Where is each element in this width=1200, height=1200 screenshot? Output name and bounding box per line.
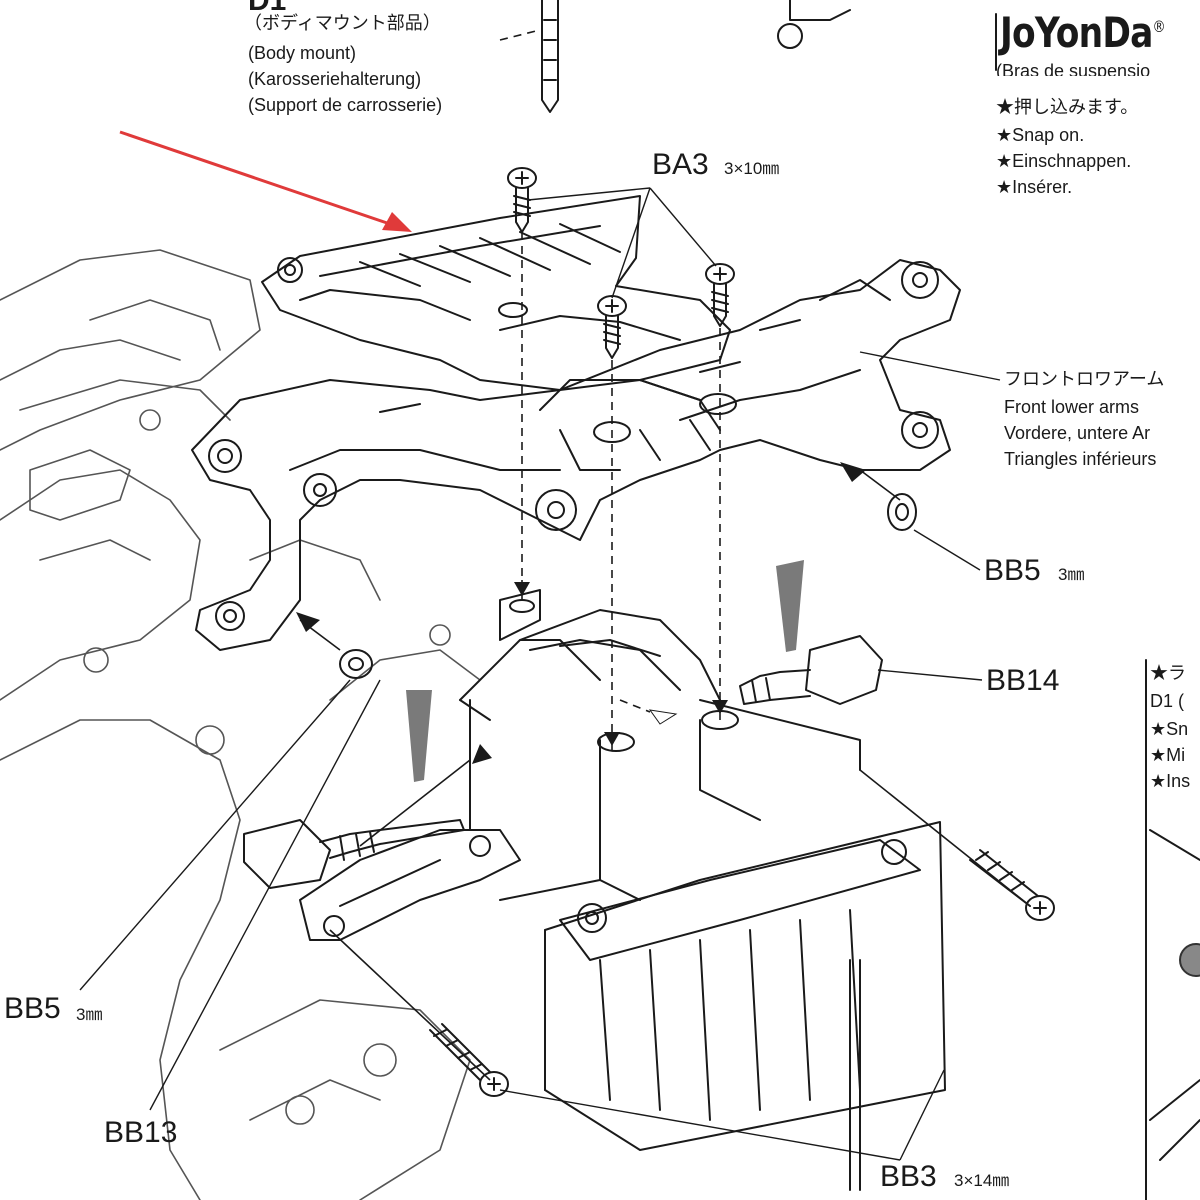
- part-bb5-right-size: 3㎜: [1058, 565, 1085, 584]
- front-lower-arms-jp: フロントロワアーム: [1004, 369, 1165, 389]
- body-mount-fr: (Support de carrosserie): [248, 95, 443, 115]
- brand-logo: JoYonDa®: [1000, 8, 1166, 57]
- washer-bb5-left: [339, 649, 373, 679]
- side-note-line: ★ラ: [1150, 664, 1186, 683]
- front-lower-arms-part: [191, 259, 961, 651]
- side-note-partial: ★ラ D1 ( ★Sn ★Mi ★Ins: [1150, 664, 1200, 804]
- snap-note-cut-line: (Bras de suspensio: [996, 62, 1151, 76]
- snap-note-en: ★Snap on.: [996, 125, 1085, 145]
- part-ba3-code: BA3: [652, 148, 709, 181]
- body-mount-jp: （ボディマウント部品）: [244, 13, 441, 33]
- screw-bb3-2: [969, 849, 1055, 921]
- part-bb14-code: BB14: [986, 664, 1060, 697]
- snap-note-de: ★Einschnappen.: [996, 151, 1132, 171]
- washer-bb5-right: [887, 493, 917, 531]
- chassis-outline: [0, 249, 481, 1200]
- gearbox-housing: [459, 589, 861, 901]
- screw-ba3-3: [705, 263, 735, 327]
- front-lower-arms-en: Front lower arms: [1004, 397, 1140, 417]
- screw-ba3-2: [597, 295, 627, 359]
- part-bb5-right-code: BB5: [984, 554, 1041, 587]
- body-mount-part: [261, 195, 731, 391]
- body-mount-post: [541, 0, 997, 113]
- front-lower-arms-de: Vordere, untere Ar: [1004, 423, 1151, 443]
- grease-tube-icon: [406, 560, 804, 782]
- gear-cover-box: [544, 821, 946, 1191]
- part-bb3-code: BB3: [880, 1160, 937, 1193]
- snap-note-fr: ★Insérer.: [996, 177, 1073, 197]
- side-note-line: ★Ins: [1150, 771, 1191, 791]
- front-lower-arms-fr: Triangles inférieurs: [1004, 449, 1157, 469]
- side-note-line: ★Mi: [1150, 745, 1186, 765]
- body-mount-code: D1: [248, 0, 287, 17]
- part-bb13-code: BB13: [104, 1116, 178, 1149]
- side-note-line: ★Sn: [1150, 719, 1189, 739]
- part-ba3-size: 3×10㎜: [724, 159, 780, 178]
- part-bb5-left-size: 3㎜: [76, 1005, 103, 1024]
- body-mount-de: (Karosseriehalterung): [248, 69, 422, 89]
- pointer-arrow: [119, 130, 412, 232]
- side-note-line: D1 (: [1150, 691, 1185, 711]
- axle-cup-bb14: [739, 635, 883, 705]
- snap-note-jp: ★押し込みます。: [996, 97, 1139, 117]
- body-mount-en: (Body mount): [248, 43, 357, 63]
- side-panel-partial: [1145, 659, 1200, 1200]
- brand-name: JoYonDa: [1000, 8, 1153, 57]
- registered-mark: ®: [1152, 17, 1166, 36]
- part-bb5-left-code: BB5: [4, 992, 61, 1025]
- axle-cup-bb13: [243, 819, 465, 889]
- part-bb3-size: 3×14㎜: [954, 1171, 1010, 1190]
- suspension-link: [299, 829, 521, 941]
